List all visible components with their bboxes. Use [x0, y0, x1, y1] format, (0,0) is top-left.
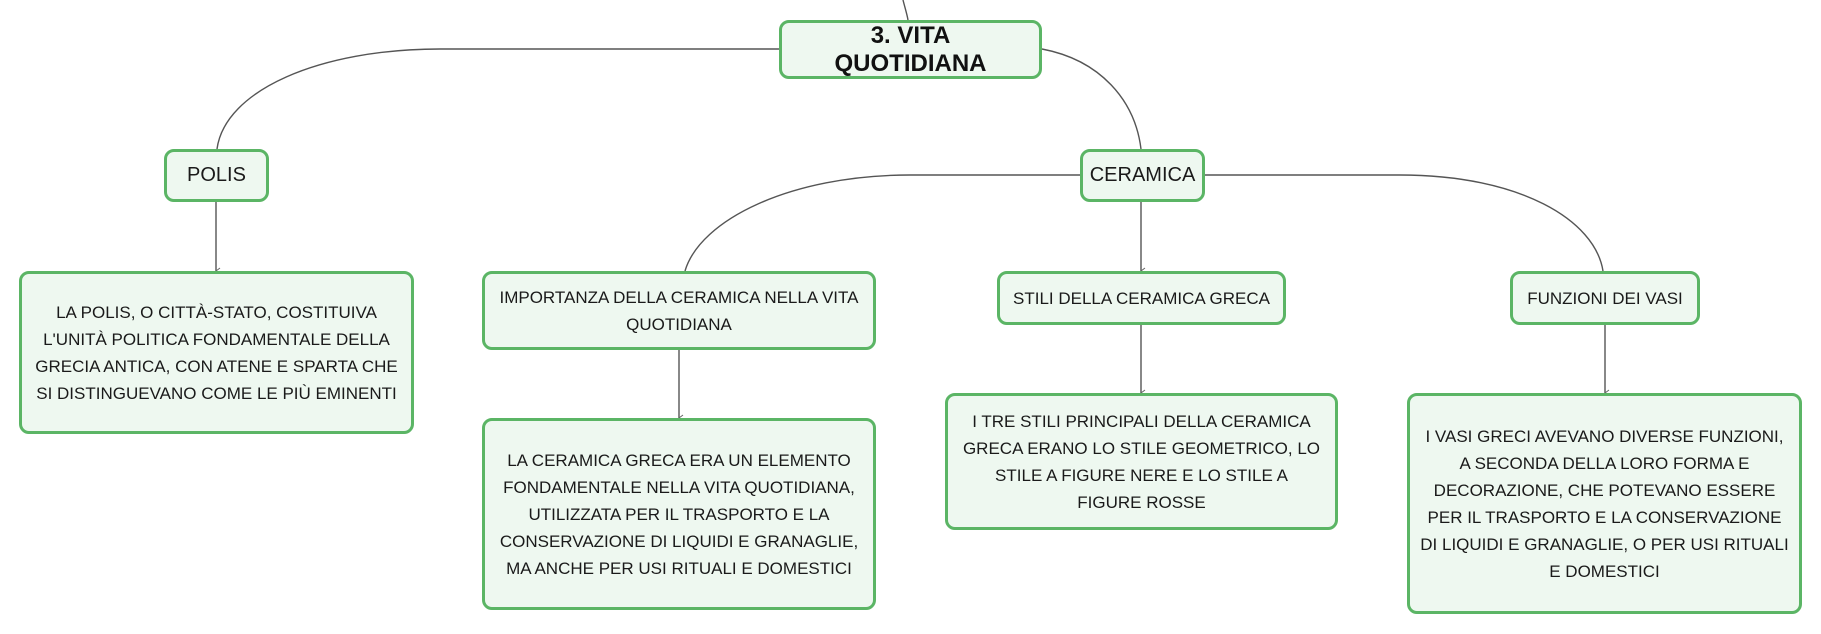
node-funzioni-desc-text: I VASI GRECI AVEVANO DIVERSE FUNZIONI, A… — [1420, 426, 1789, 581]
node-polis-label: POLIS — [187, 164, 246, 186]
edge-root-ceramica — [1041, 48, 1142, 150]
node-polis-desc[interactable]: LA POLIS, O CITTÀ-STATO, COSTITUIVA L'UN… — [19, 271, 414, 434]
node-stili-desc[interactable]: I TRE STILI PRINCIPALI DELLA CERAMICA GR… — [945, 393, 1338, 530]
node-importanza-desc-text: LA CERAMICA GRECA ERA UN ELEMENTO FONDAM… — [499, 450, 859, 578]
node-funzioni[interactable]: FUNZIONI DEI VASI — [1510, 271, 1700, 325]
node-funzioni-desc[interactable]: I VASI GRECI AVEVANO DIVERSE FUNZIONI, A… — [1407, 393, 1802, 614]
node-root[interactable]: 3. VITA QUOTIDIANA — [779, 20, 1042, 79]
node-polis-desc-text: LA POLIS, O CITTÀ-STATO, COSTITUIVA L'UN… — [35, 302, 398, 403]
node-importanza-desc[interactable]: LA CERAMICA GRECA ERA UN ELEMENTO FONDAM… — [482, 418, 876, 610]
edge-ceramica-importanza — [684, 174, 1080, 272]
node-ceramica-label: CERAMICA — [1089, 164, 1196, 186]
node-stili-desc-text: I TRE STILI PRINCIPALI DELLA CERAMICA GR… — [962, 411, 1321, 512]
node-polis[interactable]: POLIS — [164, 149, 269, 202]
node-importanza[interactable]: IMPORTANZA DELLA CERAMICA NELLA VITA QUO… — [482, 271, 876, 350]
edge-root-polis — [216, 48, 779, 150]
node-importanza-label: IMPORTANZA DELLA CERAMICA NELLA VITA QUO… — [499, 287, 859, 334]
edge-parent-root — [902, 0, 909, 21]
edge-ceramica-funzioni — [1204, 174, 1604, 272]
node-ceramica[interactable]: CERAMICA — [1080, 149, 1205, 202]
node-funzioni-label: FUNZIONI DEI VASI — [1527, 288, 1683, 308]
node-stili-label: STILI DELLA CERAMICA GRECA — [1013, 288, 1270, 308]
node-root-label: 3. VITA QUOTIDIANA — [834, 21, 987, 77]
node-stili[interactable]: STILI DELLA CERAMICA GRECA — [997, 271, 1286, 325]
